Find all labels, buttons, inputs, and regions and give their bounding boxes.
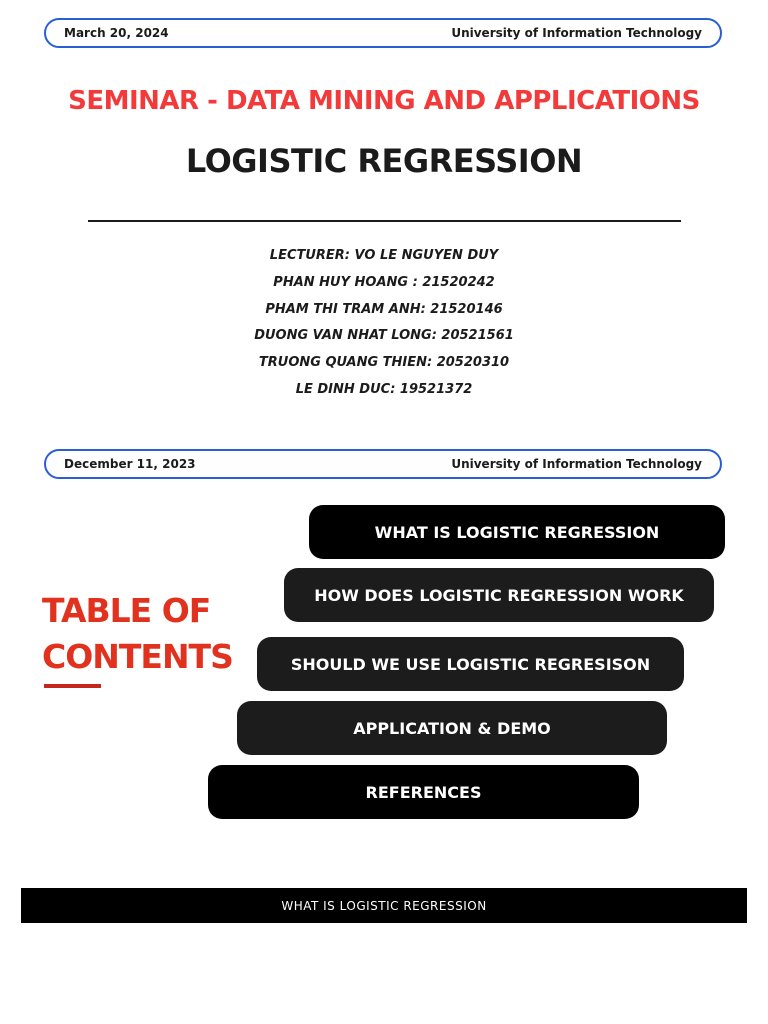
toc-heading-line2: CONTENTS	[42, 637, 234, 676]
page-title: LOGISTIC REGRESSION	[185, 142, 583, 180]
bottom-info-bar: December 11, 2023 University of Informat…	[44, 449, 722, 479]
credit-member: TRUONG QUANG THIEN: 20520310	[258, 355, 510, 371]
toc-item-what-is[interactable]: WHAT IS LOGISTIC REGRESSION	[309, 505, 725, 559]
credit-member: PHAN HUY HOANG : 21520242	[273, 274, 495, 290]
toc-heading-line1: TABLE OF	[42, 591, 211, 630]
top-info-bar: March 20, 2024 University of Information…	[44, 18, 722, 48]
toc-item-references[interactable]: REFERENCES	[208, 765, 639, 819]
bottom-institution: University of Information Technology	[451, 457, 702, 471]
footer-bar: WHAT IS LOGISTIC REGRESSION	[21, 888, 747, 923]
credit-member: PHAM THI TRAM ANH: 21520146	[265, 301, 503, 317]
toc-item-how-it-works[interactable]: HOW DOES LOGISTIC REGRESSION WORK	[284, 568, 714, 622]
credit-member: LE DINH DUC: 19521372	[295, 381, 473, 397]
toc-underline	[44, 684, 101, 688]
title-divider	[88, 220, 681, 222]
credit-member: DUONG VAN NHAT LONG: 20521561	[254, 328, 514, 344]
toc-item-application-demo[interactable]: APPLICATION & DEMO	[237, 701, 667, 755]
seminar-title: SEMINAR - DATA MINING AND APPLICATIONS	[68, 86, 700, 116]
toc-heading: TABLE OF CONTENTS	[42, 588, 234, 680]
bottom-date: December 11, 2023	[64, 457, 196, 471]
credit-lecturer: LECTURER: VO LE NGUYEN DUY	[269, 248, 499, 263]
top-date: March 20, 2024	[64, 26, 169, 40]
credits-list: LECTURER: VO LE NGUYEN DUY PHAN HUY HOAN…	[0, 243, 768, 404]
toc-item-should-we-use[interactable]: SHOULD WE USE LOGISTIC REGRESISON	[257, 637, 684, 691]
top-institution: University of Information Technology	[451, 26, 702, 40]
footer-label: WHAT IS LOGISTIC REGRESSION	[281, 898, 487, 913]
